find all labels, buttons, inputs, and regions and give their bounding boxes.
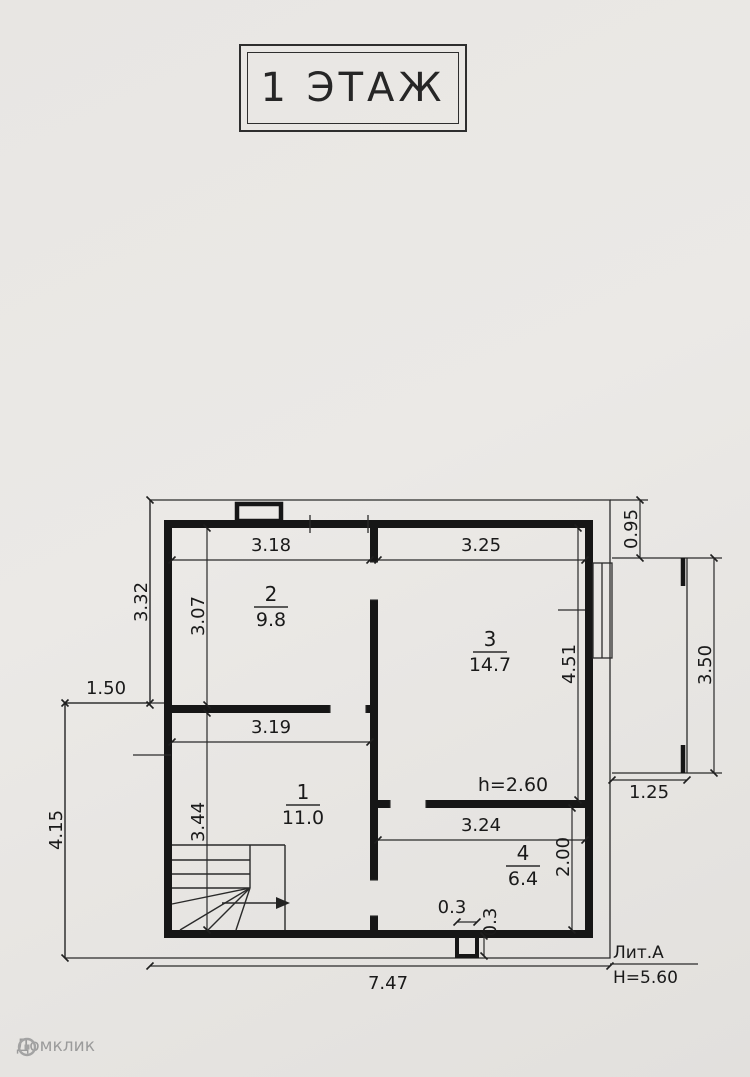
floor-title-inner-frame: 1 ЭТАЖ — [247, 52, 459, 124]
dim-room1-width: 3.19 — [251, 717, 291, 738]
watermark: Домклик — [16, 1036, 95, 1057]
room-label-3: 3 14.7 — [469, 627, 511, 676]
dim-right-porch-width: 1.25 — [629, 782, 669, 803]
dim-room4-width: 3.24 — [461, 815, 501, 836]
dim-notch-width: 0.3 — [438, 897, 467, 918]
bottom-notch — [455, 934, 479, 958]
stair-winder — [179, 887, 251, 931]
floor-title: 1 ЭТАЖ — [260, 65, 446, 111]
dim-room3-height: 4.51 — [559, 644, 580, 684]
chimney-block — [234, 501, 284, 524]
dim-room2-width: 3.18 — [251, 535, 291, 556]
windows — [133, 515, 613, 756]
dim-room4-height: 2.00 — [553, 837, 574, 877]
room1-number: 1 — [297, 780, 310, 804]
dim-room1-height: 3.44 — [188, 802, 209, 842]
staircase — [171, 844, 290, 931]
stair-winder — [207, 887, 251, 931]
stair-winder — [171, 887, 251, 905]
floor-title-box: 1 ЭТАЖ — [239, 44, 467, 132]
room3-area: 14.7 — [469, 654, 511, 676]
room3-number: 3 — [484, 627, 497, 651]
dim-total-width: 7.47 — [368, 973, 408, 994]
exterior-wall-rect — [164, 520, 593, 938]
watermark-text: Домклик — [16, 1036, 95, 1056]
dim-room2-height: 3.07 — [188, 596, 209, 636]
dim-left-upper-height: 3.32 — [131, 582, 152, 622]
building-height-note: H=5.60 — [613, 968, 678, 988]
dim-left-porch-height: 4.15 — [46, 810, 67, 850]
stair-winder — [235, 887, 251, 931]
dimension-lines — [60, 495, 719, 971]
room-label-4: 4 6.4 — [506, 841, 540, 890]
dim-top-right-offset: 0.95 — [621, 509, 642, 549]
room2-area: 9.8 — [256, 609, 286, 631]
building-outline — [149, 499, 648, 959]
room4-area: 6.4 — [508, 868, 538, 890]
stair-direction-arrow-head — [276, 897, 290, 909]
room4-number: 4 — [517, 841, 530, 865]
left-porch — [64, 702, 164, 959]
dim-right-porch-height: 3.50 — [695, 645, 716, 685]
room-label-2: 2 9.8 — [254, 582, 288, 631]
outline-path — [149, 499, 611, 959]
domclick-logo-icon — [17, 1037, 37, 1057]
ceiling-height-note: h=2.60 — [478, 774, 548, 796]
exterior-walls — [164, 520, 593, 938]
dim-left-porch-width: 1.50 — [86, 678, 126, 699]
room1-area: 11.0 — [282, 807, 324, 829]
room2-number: 2 — [265, 582, 278, 606]
litera-label: Лит.А — [613, 943, 664, 963]
room-label-1: 1 11.0 — [282, 780, 324, 829]
dim-room3-width: 3.25 — [461, 535, 501, 556]
door-openings — [329, 561, 427, 917]
dim-notch-depth: 0.3 — [480, 908, 501, 937]
